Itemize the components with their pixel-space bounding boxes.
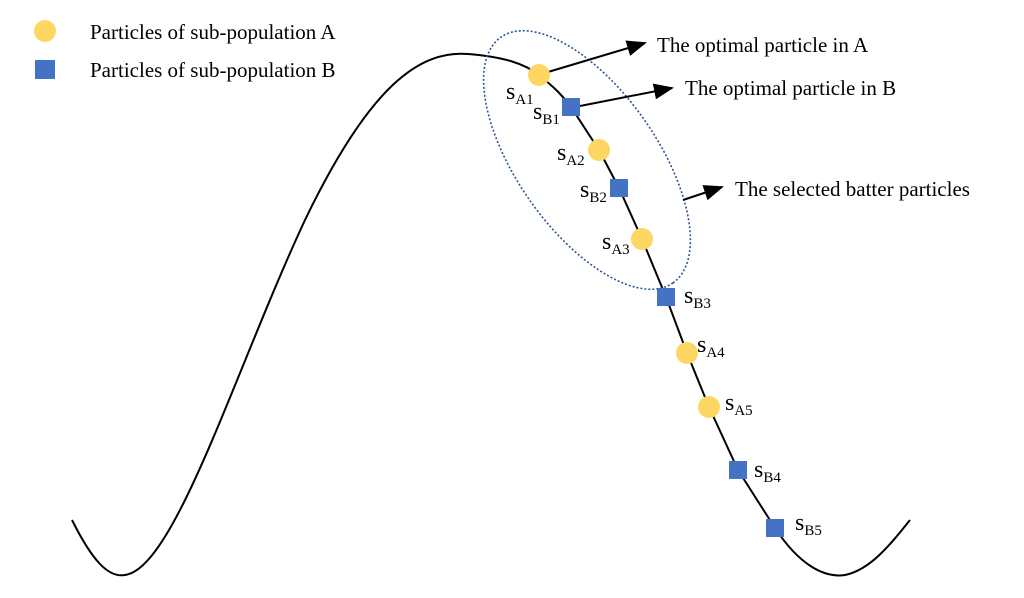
annotation-selected: The selected batter particles (735, 177, 970, 201)
particle-label-a5: sA5 (725, 390, 753, 419)
particle-a1 (528, 64, 550, 86)
particle-a3 (631, 228, 653, 250)
particle-a2 (588, 139, 610, 161)
particle-b5 (766, 519, 784, 537)
annotation-optimal-a: The optimal particle in A (657, 33, 869, 57)
arrow-selected (682, 185, 724, 201)
particle-b1 (562, 98, 580, 116)
particle-label-b3: sB3 (684, 283, 711, 312)
particle-b4 (729, 461, 747, 479)
annotation-optimal-b: The optimal particle in B (685, 76, 896, 100)
particle-a4 (676, 342, 698, 364)
particle-label-b1: sB1 (533, 99, 560, 128)
arrow-optimal-a (547, 40, 647, 73)
particle-label-b2: sB2 (580, 177, 607, 206)
particle-label-a4: sA4 (697, 332, 725, 361)
legend-circle-icon (34, 20, 56, 42)
legend-square-icon (35, 60, 55, 79)
particle-label-a3: sA3 (602, 229, 630, 258)
fitness-curve (71, 52, 911, 577)
particle-a5 (698, 396, 720, 418)
particle-label-a2: sA2 (557, 140, 585, 169)
arrow-optimal-b (579, 83, 674, 107)
particle-b3 (657, 288, 675, 306)
particle-b2 (610, 179, 628, 197)
particle-label-a1: sA1 (506, 79, 534, 108)
particle-label-b4: sB4 (754, 457, 781, 486)
particle-label-b5: sB5 (795, 510, 822, 539)
selection-ellipse (482, 29, 692, 291)
legend-label-b: Particles of sub-population B (90, 58, 336, 82)
legend-label-a: Particles of sub-population A (90, 20, 336, 44)
